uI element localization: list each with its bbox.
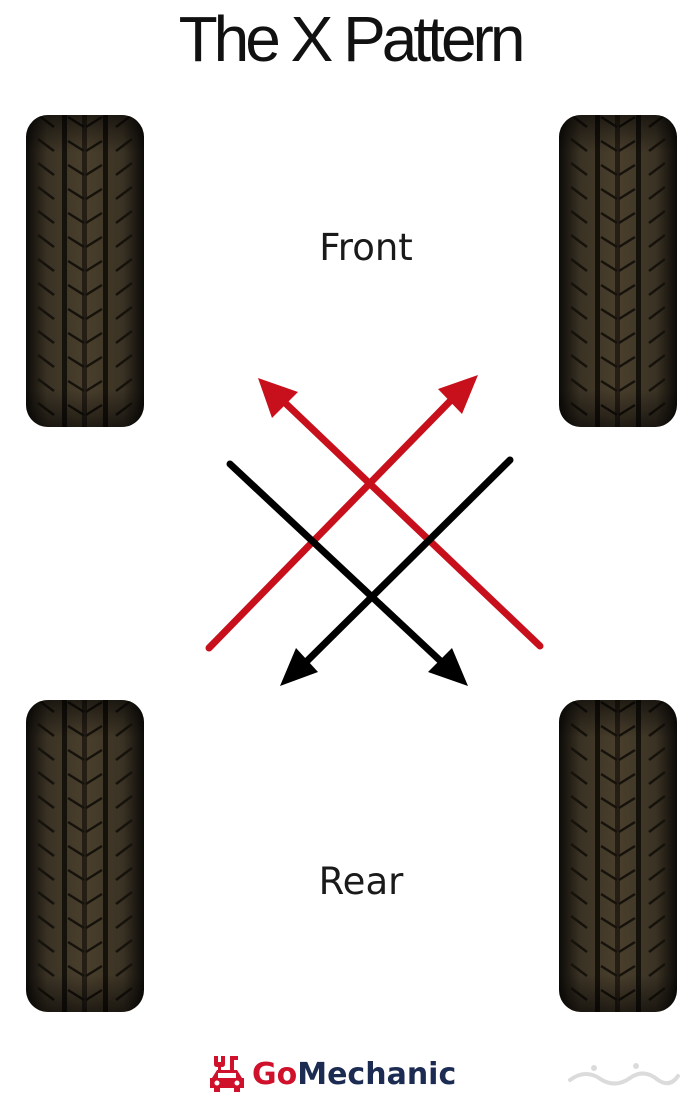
brand-name-go: Go [252, 1056, 298, 1092]
car-wrench-icon [210, 1056, 244, 1092]
brand-name-mechanic: Mechanic [297, 1056, 457, 1092]
arrow-front-left-to-rear-right [226, 460, 468, 686]
watermark-icon [568, 1063, 680, 1086]
tire-front-left [24, 113, 146, 429]
arrow-rear-right-to-front-left [258, 378, 544, 650]
tire-front-right [557, 113, 679, 429]
brand-logo: Go Mechanic [208, 1054, 456, 1094]
tire-rear-right [557, 698, 679, 1014]
front-label: Front [319, 226, 413, 269]
tire-rear-left [24, 698, 146, 1014]
rear-label: Rear [318, 860, 404, 903]
page-title: The X Pattern [178, 3, 526, 75]
arrow-rear-left-to-front-right [205, 375, 478, 652]
arrow-front-right-to-rear-left [280, 456, 514, 686]
